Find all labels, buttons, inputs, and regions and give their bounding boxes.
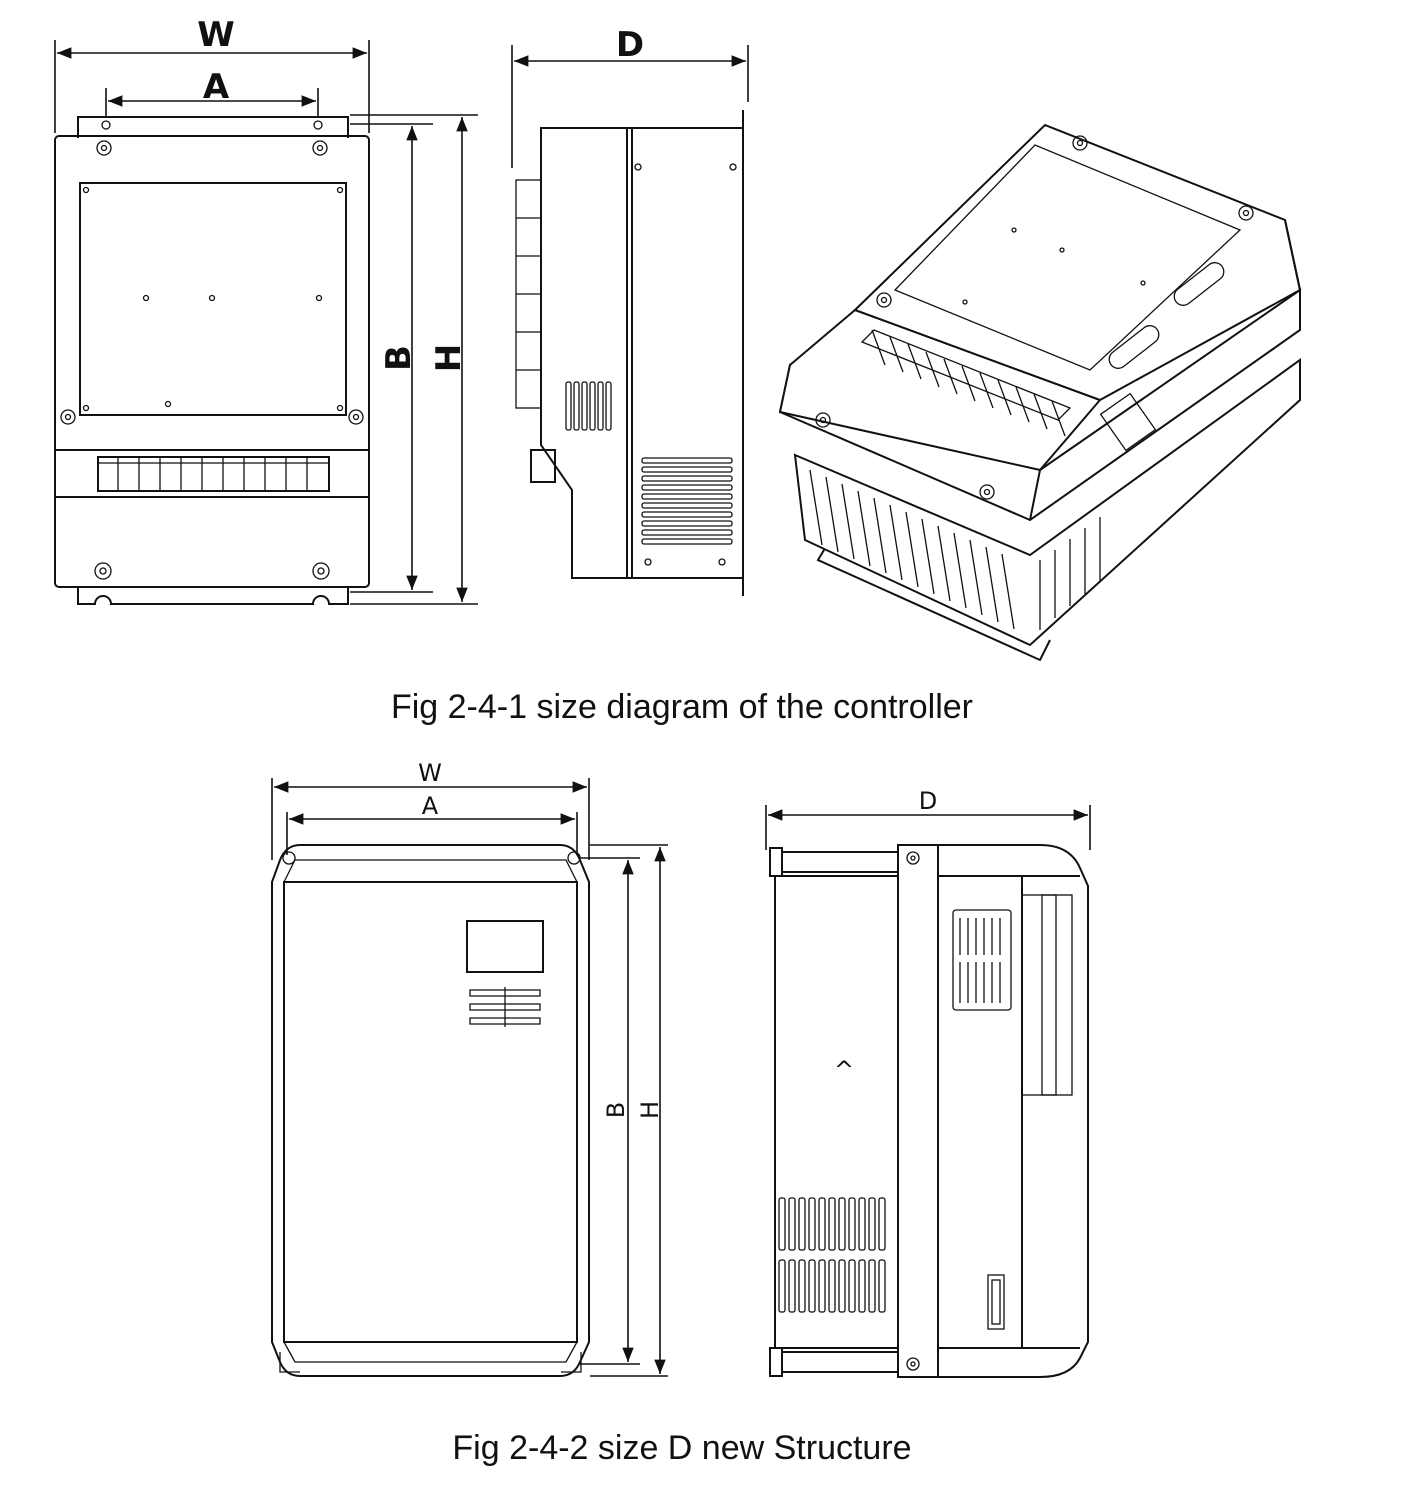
fig1-front-view [54,116,370,605]
fig2-side-view: ^ [769,844,1089,1378]
fig1-isometric-view [778,123,1302,662]
fig2-arrow-mark: ^ [834,1056,854,1084]
fig2-label-w: W [418,759,442,787]
fig2-dimensions: W A B H D [271,759,1091,1377]
fig1-label-w: W [197,15,235,55]
fig2-label-b: B [602,1102,630,1118]
fig2-label-h: H [636,1101,664,1119]
fig2-label-a: A [422,792,439,820]
fig1-dimensions: W A B H D [54,15,749,605]
fig1-label-h: H [429,344,469,372]
fig1-label-d: D [616,25,644,65]
fig1-label-b: B [379,345,419,371]
fig1-side-view [515,110,744,596]
fig1-label-a: A [203,67,230,107]
fig2-caption: Fig 2-4-2 size D new Structure [452,1429,911,1467]
fig2-label-d: D [919,787,937,815]
fig2-front-view [271,844,590,1377]
fig1-caption: Fig 2-4-1 size diagram of the controller [391,688,973,726]
